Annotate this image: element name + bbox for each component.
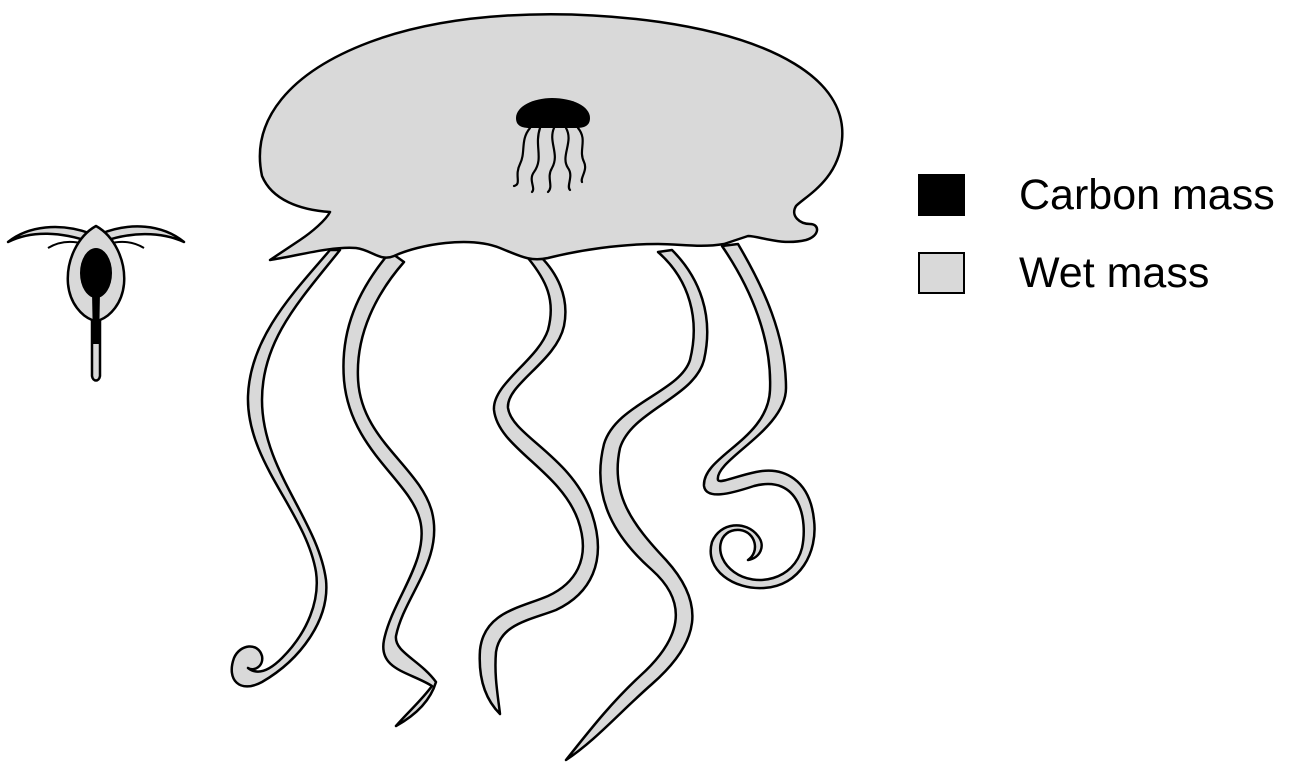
- legend-label-carbon-mass: Carbon mass: [1019, 174, 1275, 217]
- tentacle-5: [704, 244, 815, 588]
- legend-label-wet-mass: Wet mass: [1019, 252, 1209, 295]
- legend-swatch-wet-mass: [918, 252, 965, 294]
- legend-item-wet-mass: Wet mass: [918, 246, 1308, 300]
- legend-swatch-carbon-mass: [918, 174, 965, 216]
- jellyfish-tentacles: [232, 244, 815, 760]
- copepod-carbon-core: [80, 248, 112, 298]
- legend-item-carbon-mass: Carbon mass: [918, 168, 1308, 222]
- tentacle-2: [343, 252, 436, 726]
- jellyfish-bell: [260, 14, 842, 260]
- legend: Carbon mass Wet mass: [918, 168, 1308, 324]
- tentacle-3: [480, 256, 598, 714]
- copepod-icon: [8, 226, 184, 381]
- tentacle-1: [232, 250, 340, 686]
- copepod-carbon-tail: [92, 292, 100, 344]
